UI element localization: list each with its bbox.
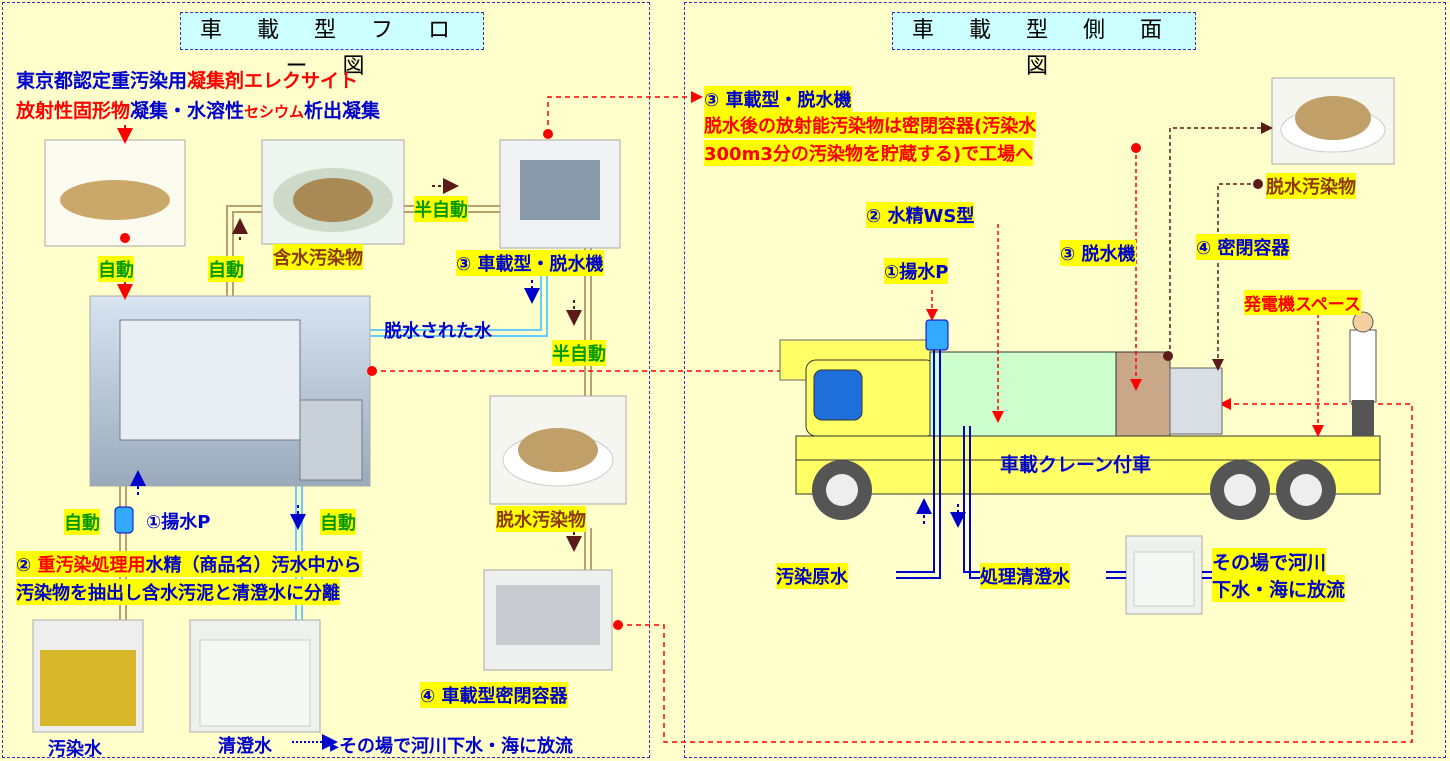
label-dehydrator: ③ 車載型・脱水機 [456, 250, 604, 276]
label-dewatered-contaminant: 脱水汚染物 [496, 506, 586, 532]
label-dehydrator-head: ③ 車載型・脱水機 [704, 86, 852, 112]
right-panel-title: 車 載 型 側 面 図 [892, 12, 1196, 79]
label-dewatered-water: 脱水された水 [384, 321, 492, 342]
label-sealed-container-left: ④ 車載型密閉容器 [420, 682, 568, 708]
label-truck: 車載クレーン付車 [1000, 454, 1152, 476]
left-panel-title: 車 載 型 フ ロ ー 図 [180, 12, 484, 79]
label-pump-right: ①揚水P [884, 258, 949, 284]
label-dewatered-contaminant-right: 脱水汚染物 [1266, 173, 1356, 199]
truck-graphic [779, 311, 1381, 520]
label-pump-left: ①揚水P [146, 512, 211, 533]
label-ws-type: ② 水精WS型 [866, 202, 975, 228]
label-discharge-right-2: 下水・海に放流 [1212, 575, 1346, 602]
label-auto-3: 自動 [64, 509, 100, 535]
label-auto-4: 自動 [320, 509, 356, 535]
label-auto-2: 自動 [208, 256, 244, 282]
label-discharge-right-1: その場で河川 [1212, 548, 1327, 575]
label-raw-water: 汚染原水 [776, 563, 848, 589]
label-auto-1: 自動 [98, 256, 134, 282]
label-contaminated-water: 汚染水 [48, 739, 102, 760]
label-generator-space: 発電機スペース [1244, 290, 1361, 315]
note-line-2: 300m3分の汚染物を貯蔵する)で工場へ [704, 140, 1034, 166]
label-dehydrator-right: ③ 脱水機 [1060, 240, 1136, 266]
label-wet-contaminant: 含水汚染物 [273, 244, 363, 270]
label-clear-water: 清澄水 [218, 736, 272, 757]
ws-line-2: 汚染物を抽出し含水汚泥と清澄水に分離 [16, 579, 340, 605]
label-sealed-container-right: ④ 密閉容器 [1196, 234, 1290, 260]
label-treated-water: 処理清澄水 [980, 563, 1070, 589]
label-semi-auto-2: 半自動 [552, 340, 606, 366]
coagulant-line-2: 放射性固形物凝集・水溶性セシウム析出凝集 [16, 100, 381, 122]
coagulant-line-1: 東京都認定重汚染用凝集剤エレクサイト [16, 70, 359, 92]
ws-line-1: ② 重汚染処理用水精（商品名）汚水中から [16, 551, 362, 577]
note-line-1: 脱水後の放射能汚染物は密閉容器(汚染水 [704, 112, 1037, 138]
label-semi-auto-1: 半自動 [414, 196, 468, 222]
label-discharge-left: ▸その場で河川下水・海に放流 [330, 736, 574, 757]
